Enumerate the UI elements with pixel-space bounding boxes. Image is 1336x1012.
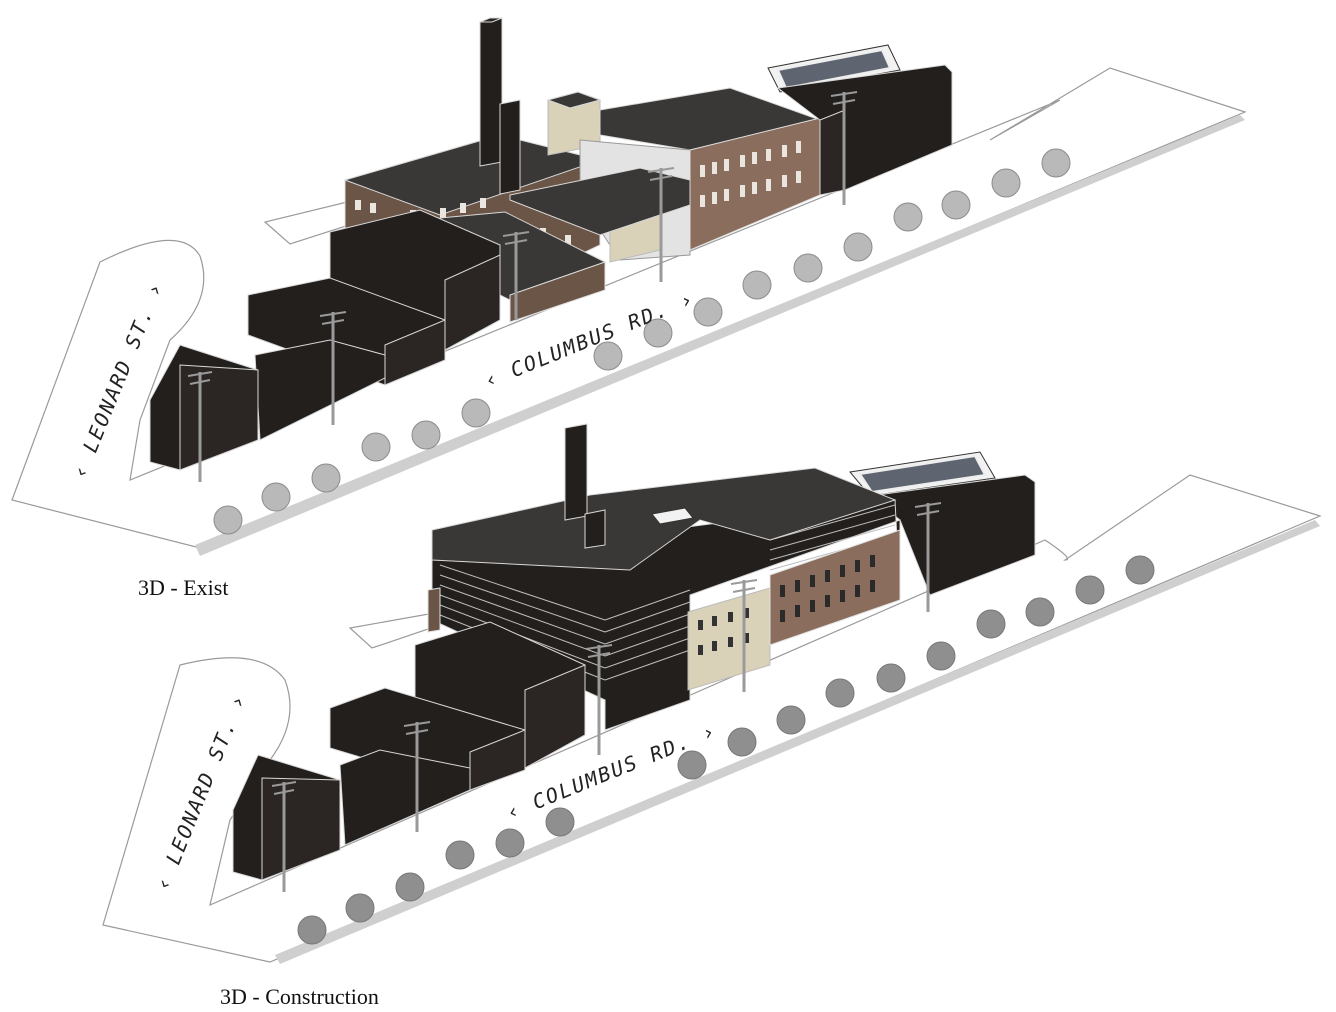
utility-pole-icon [585, 644, 613, 755]
tree-icon [311, 463, 341, 493]
roof-hatch [651, 507, 694, 525]
tree-icon [411, 420, 441, 450]
tree-icon [926, 641, 956, 671]
tree-icon [213, 505, 243, 535]
restored-brick-facade [769, 529, 901, 646]
exist-block-c [254, 339, 386, 441]
tree-icon [793, 253, 823, 283]
tree-icon [893, 202, 923, 232]
construction-lot-outline [102, 474, 1322, 963]
exist-lot-outline [11, 67, 1247, 549]
construction-sidewalk [275, 520, 1320, 964]
construction-chimney-short [584, 509, 606, 549]
exist-skylight [776, 48, 892, 90]
construction-chimney-tall [564, 423, 588, 521]
tree-icon [495, 828, 525, 858]
tree-icon [1041, 148, 1071, 178]
tree-icon [876, 663, 906, 693]
utility-pole-icon [502, 231, 530, 320]
tree-icon [1025, 597, 1055, 627]
exist-victorian-windows [700, 141, 801, 207]
tree-icon [395, 872, 425, 902]
utility-pole-icon [647, 167, 675, 282]
exist-chimney-tall [479, 17, 503, 167]
exist-trees [213, 148, 1071, 535]
tree-icon [445, 840, 475, 870]
utility-pole-icon [403, 721, 431, 832]
utility-pole-icon [271, 781, 297, 892]
caption-exist: 3D - Exist [138, 575, 229, 600]
tree-icon [843, 232, 873, 262]
construction-diagram: ‹ LEONARD ST. › ‹ COLUMBUS RD. › [102, 423, 1322, 964]
utility-pole-icon [914, 502, 942, 612]
tree-icon [345, 893, 375, 923]
construction-trees [297, 555, 1155, 945]
utility-pole-icon [187, 371, 213, 482]
tree-icon [545, 807, 575, 837]
tree-icon [825, 678, 855, 708]
tree-icon [297, 915, 327, 945]
construction-block-c [339, 749, 471, 846]
caption-construction: 3D - Construction [220, 984, 379, 1009]
tree-icon [693, 297, 723, 327]
tree-icon [1125, 555, 1155, 585]
exist-front-roof [509, 167, 691, 236]
exist-chimney-short [499, 99, 521, 195]
exist-sidewalk [195, 115, 1245, 556]
utility-pole-icon [730, 579, 758, 692]
construction-skylight [858, 454, 987, 494]
cream-facade-windows [698, 608, 749, 655]
utility-pole-icon [830, 91, 858, 205]
tree-icon [991, 168, 1021, 198]
tree-icon [361, 432, 391, 462]
tree-icon [643, 318, 673, 348]
utility-pole-icon [319, 311, 347, 425]
tree-icon [742, 270, 772, 300]
tree-icon [776, 705, 806, 735]
tree-icon [976, 609, 1006, 639]
tree-icon [1075, 575, 1105, 605]
tree-icon [261, 482, 291, 512]
exist-diagram: ‹ LEONARD ST. › ‹ COLUMBUS RD. › [11, 17, 1247, 556]
tree-icon [727, 727, 757, 757]
tree-icon [461, 398, 491, 428]
tree-icon [677, 750, 707, 780]
tree-icon [593, 341, 623, 371]
tree-icon [941, 190, 971, 220]
brick-facade-windows [780, 555, 875, 622]
